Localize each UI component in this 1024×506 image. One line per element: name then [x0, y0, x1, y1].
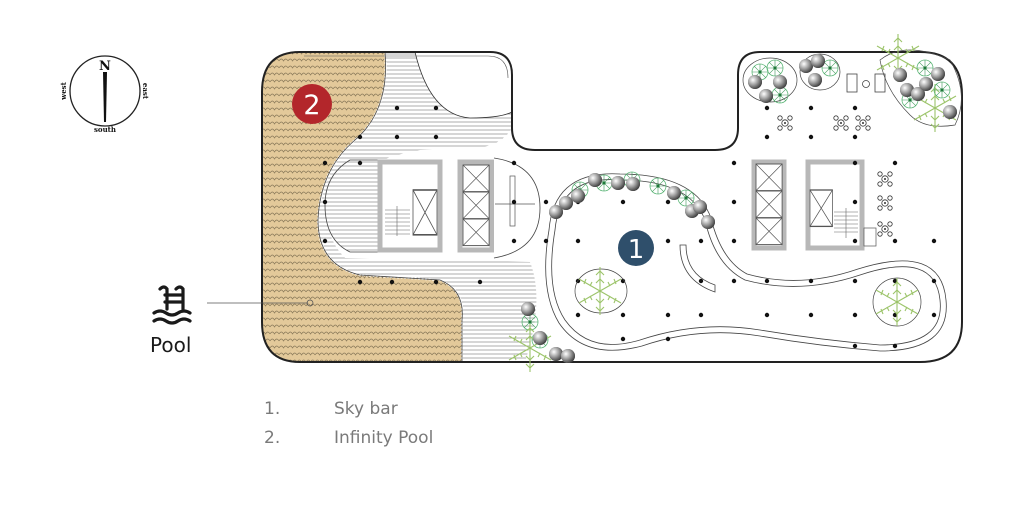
infinity-pool — [262, 52, 464, 362]
core-east — [751, 159, 877, 251]
building-footprint — [261, 51, 963, 363]
legend-label: Sky bar — [334, 399, 398, 419]
legend-item-sky-bar: 1. Sky bar — [264, 395, 433, 424]
legend-number: 1. — [264, 399, 281, 419]
sky-bar-path — [545, 173, 947, 352]
marker-infinity-pool-number: 2 — [303, 90, 320, 121]
marker-infinity-pool[interactable]: 2 — [292, 84, 332, 124]
structural-columns — [322, 105, 937, 349]
compass-north-label: N — [99, 59, 111, 74]
legend-label: Infinity Pool — [334, 428, 434, 448]
pool-callout — [152, 285, 314, 325]
legend: 1. Sky bar 2. Infinity Pool — [264, 395, 433, 453]
compass-west-label: west — [59, 81, 68, 100]
pool-label: Pool — [150, 333, 192, 357]
bar-tables — [777, 73, 893, 237]
legend-number: 2. — [264, 428, 281, 448]
compass: N south east west — [59, 55, 150, 134]
core-west — [324, 157, 541, 259]
legend-item-infinity-pool: 2. Infinity Pool — [264, 424, 433, 453]
compass-south-label: south — [94, 125, 116, 134]
marker-sky-bar[interactable]: 1 — [618, 230, 654, 266]
marker-sky-bar-number: 1 — [628, 235, 645, 265]
compass-east-label: east — [141, 83, 150, 100]
landscaping — [508, 33, 962, 373]
swimming-pool-icon — [152, 285, 192, 325]
